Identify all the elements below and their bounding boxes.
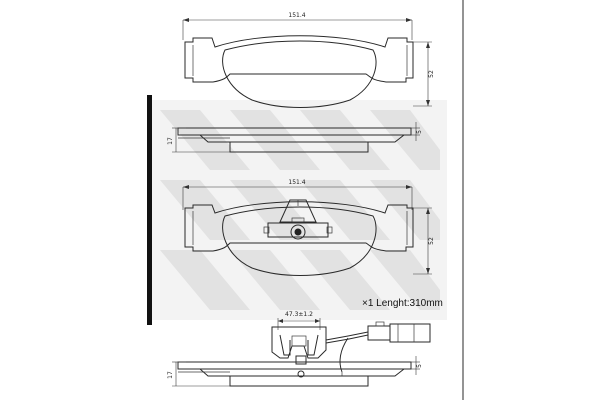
dimension-width-bottom: 151.4 — [288, 179, 305, 186]
dimension-height-top: 52 — [428, 70, 435, 78]
friction-block-side-bottom — [229, 375, 369, 387]
watermark-logo — [147, 95, 447, 325]
dimension-width-top: 151.4 — [288, 12, 305, 19]
backing-plate-outline-bottom — [184, 201, 414, 252]
pad-top-plan-view: 151.4 52 — [182, 12, 435, 108]
pad-top-side-view: 17 5 — [167, 122, 423, 153]
backing-plate-side-top — [177, 127, 412, 136]
pad-side-chamfer-bottom — [199, 368, 405, 377]
wear-sensor-housing — [263, 199, 333, 240]
backing-plate-side-bottom — [177, 361, 412, 370]
watermark-left-bar — [147, 95, 152, 325]
sensor-length-note: ×1 Lenght:310mm — [362, 298, 443, 309]
backing-plate-outline-top — [184, 35, 414, 83]
watermark-lattice — [160, 110, 440, 310]
pad-bottom-plan-view: 151.4 52 — [182, 179, 435, 276]
dimension-plate-top: 5 — [416, 130, 423, 134]
pad-bottom-side-view: 17 5 — [167, 355, 423, 387]
wear-sensor-detail: 47.3±1.2 ×1 Lenght:310mm — [271, 298, 443, 373]
dimension-thickness-bottom: 17 — [167, 371, 174, 379]
friction-material-top — [222, 40, 377, 108]
sensor-connector — [367, 325, 391, 341]
friction-block-side-top — [229, 141, 369, 153]
dimension-plate-bottom: 5 — [416, 364, 423, 368]
dimension-clip-width: 47.3±1.2 — [285, 311, 313, 318]
dimension-height-bottom: 52 — [428, 237, 435, 245]
dimension-thickness-top: 17 — [167, 137, 174, 145]
